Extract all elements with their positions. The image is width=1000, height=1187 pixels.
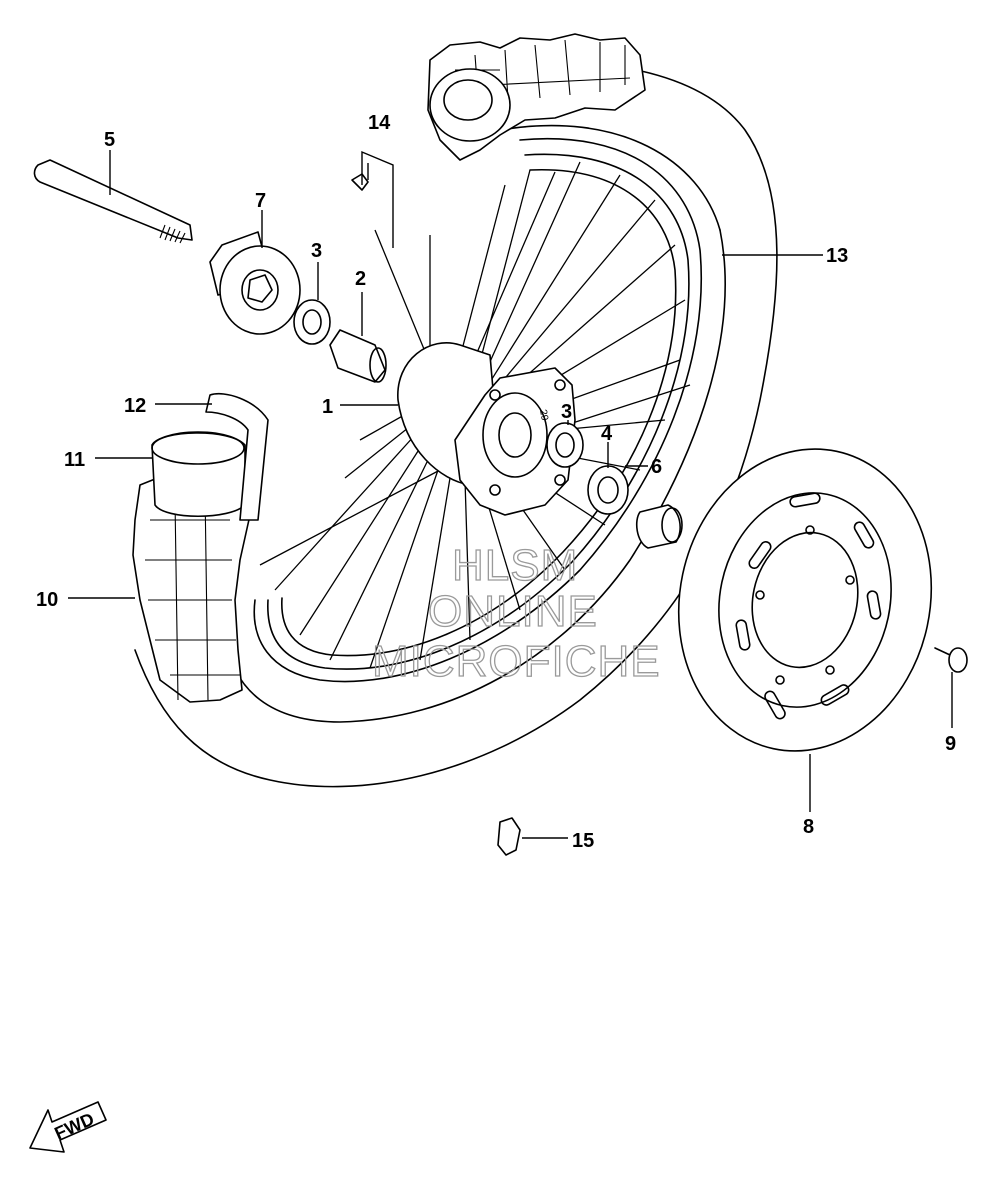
part-label-12: 12 (124, 395, 146, 417)
part-labels: 1 2 3 3 4 5 6 7 8 9 10 11 12 13 14 15 (36, 112, 956, 852)
part-label-11: 11 (64, 449, 85, 471)
bearing-left (293, 299, 331, 345)
part-label-3-left: 3 (311, 240, 322, 262)
axle (33, 159, 193, 244)
part-label-9: 9 (945, 733, 956, 755)
part-label-13: 13 (826, 245, 848, 267)
part-label-15: 15 (572, 830, 594, 852)
spacer-right (635, 504, 683, 549)
spacer-center (329, 329, 387, 383)
leader-lines (68, 150, 953, 839)
tire (132, 33, 778, 788)
brake-disc (677, 448, 933, 752)
bearing-right (546, 422, 584, 468)
part-label-6: 6 (651, 456, 662, 478)
rim-clip (497, 817, 521, 856)
part-label-2: 2 (355, 268, 366, 290)
svg-text:29: 29 (537, 409, 550, 422)
part-label-8: 8 (803, 816, 814, 838)
part-label-5: 5 (104, 129, 115, 151)
speedometer-gearbox (209, 231, 301, 335)
part-label-14: 14 (368, 112, 391, 134)
watermark-line-1: HLSM (452, 541, 578, 590)
fwd-arrow: FWD (29, 1101, 107, 1153)
part-label-1: 1 (322, 396, 333, 418)
watermark: HLSM ONLINE MICROFICHE (371, 540, 661, 686)
spoke-nipple (351, 173, 369, 191)
watermark-line-2: ONLINE (428, 587, 598, 636)
part-label-3-right: 3 (561, 401, 572, 423)
part-label-10: 10 (36, 589, 58, 611)
disc-bolt (934, 647, 968, 673)
oil-seal (587, 465, 629, 515)
watermark-line-3: MICROFICHE (372, 637, 661, 686)
hub: 29 (397, 342, 576, 516)
part-label-7: 7 (255, 190, 266, 212)
part-label-4: 4 (601, 423, 613, 445)
